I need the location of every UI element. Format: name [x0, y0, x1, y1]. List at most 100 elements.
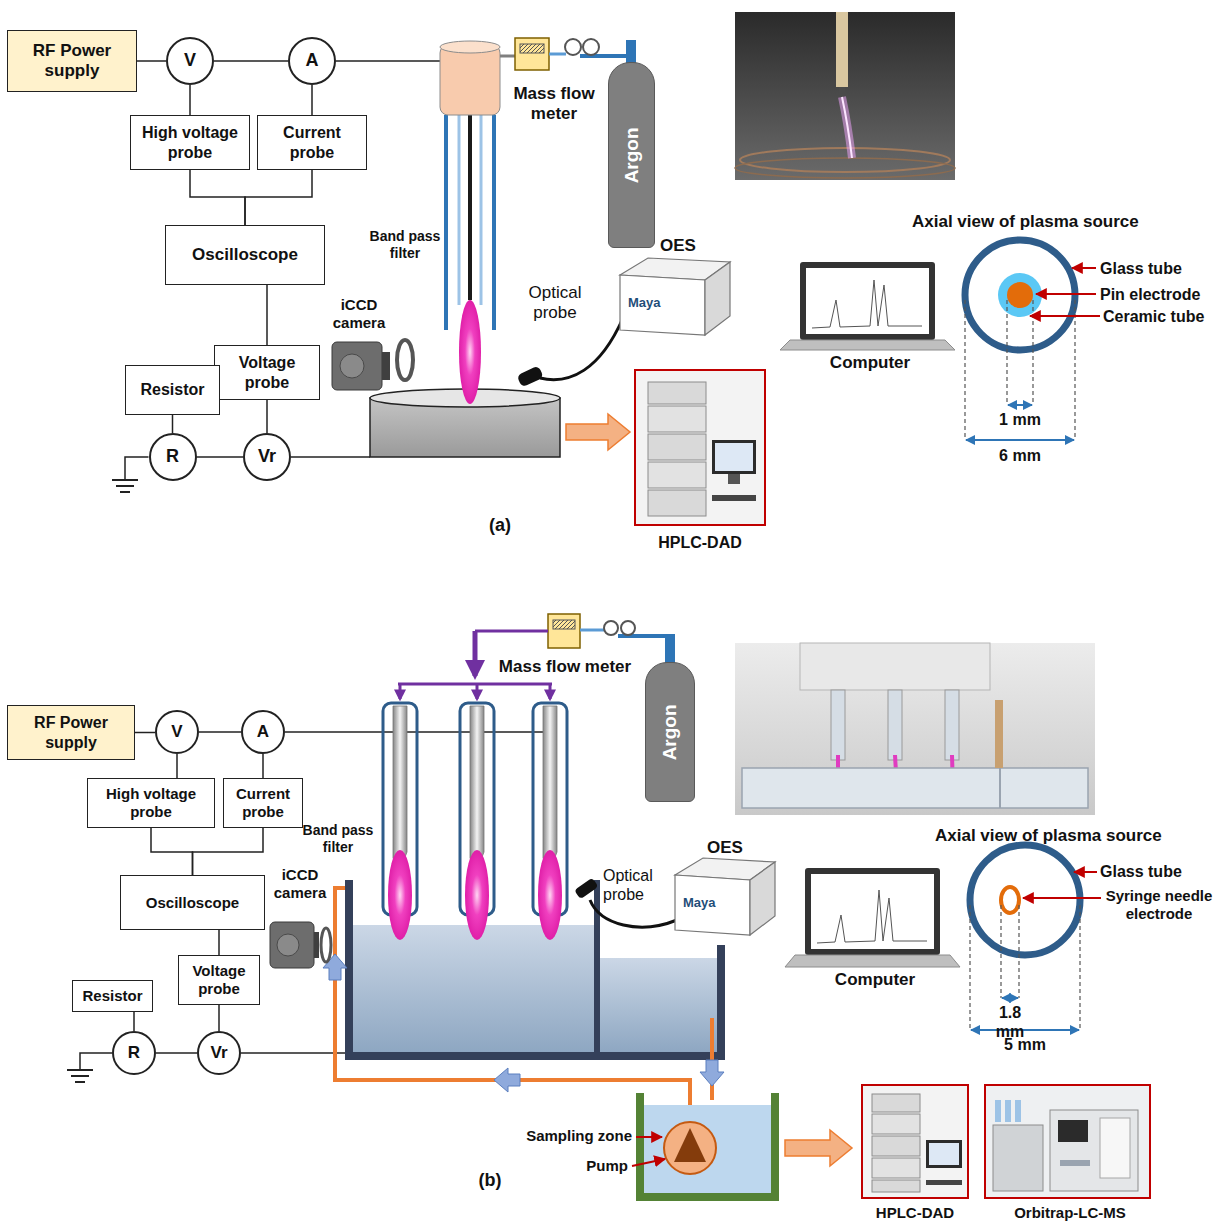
gas-supply	[549, 53, 566, 56]
axial-view	[1036, 293, 1096, 295]
reactor-tank	[345, 880, 353, 1060]
axial-view	[1072, 267, 1096, 269]
node-text: High voltage probe	[135, 123, 245, 161]
plasma-jet-source	[440, 41, 500, 53]
wire	[266, 285, 268, 345]
component-label: HPLC-DAD	[855, 1204, 975, 1222]
hplc-photo	[635, 370, 765, 525]
gas-supply	[580, 629, 604, 632]
node-text: Voltage probe	[219, 353, 315, 391]
probe-box: Voltage probe	[214, 345, 320, 400]
component-label: HPLC-DAD	[640, 533, 760, 552]
part-label: Glass tube	[1100, 259, 1210, 278]
gas-supply	[553, 620, 575, 629]
gas-cylinder: Argon	[608, 62, 655, 248]
spectrometer	[620, 258, 730, 335]
flow-arrow	[566, 414, 630, 450]
photo-inset	[742, 768, 1088, 808]
iccd-camera	[332, 340, 413, 390]
hplc-photo	[648, 406, 706, 432]
photo-inset	[945, 690, 959, 760]
dimension-label: 1.8 mm	[985, 1003, 1035, 1041]
iccd-camera	[277, 934, 299, 956]
wire	[241, 1052, 345, 1054]
optical-probe	[590, 900, 677, 927]
recirculation-loop	[640, 1093, 775, 1197]
laptop	[811, 874, 934, 949]
ground-symbol	[75, 1081, 85, 1083]
reactor-tank	[345, 1052, 725, 1060]
laptop	[785, 868, 960, 967]
node-text: Current probe	[262, 123, 362, 161]
component-label: OES	[660, 236, 710, 256]
node-text: Resistor	[82, 987, 142, 1005]
ground-symbol	[120, 491, 130, 493]
voltage-meter-symbol: Vr	[243, 433, 291, 481]
photo-inset	[888, 690, 902, 760]
spectrometer	[620, 275, 705, 335]
hplc-photo	[926, 1140, 962, 1168]
spectrometer	[705, 262, 730, 335]
panel-label: (a)	[480, 515, 520, 537]
wire	[336, 60, 440, 62]
axial-view	[966, 439, 1074, 441]
gas-supply	[399, 684, 402, 699]
iccd-camera	[382, 352, 390, 380]
wire	[197, 456, 244, 458]
gas-cylinder: Argon	[645, 662, 695, 802]
reactor-tank	[717, 945, 725, 1060]
wire	[80, 1053, 112, 1070]
gas-supply	[398, 614, 675, 699]
ground-symbol	[67, 1070, 93, 1082]
node-text: Oscilloscope	[146, 894, 239, 912]
plasma-jet-source	[444, 115, 448, 330]
laptop	[785, 955, 960, 967]
photo-inset	[842, 97, 852, 158]
ground-symbol	[112, 479, 138, 481]
wire	[172, 415, 174, 433]
mass-spectrometer-photo	[1060, 1160, 1090, 1166]
part-label: Pin electrode	[1100, 285, 1215, 304]
node-text: Voltage probe	[183, 962, 255, 998]
hplc-photo	[862, 1085, 968, 1198]
photo-inset	[735, 12, 955, 180]
recirculation-loop	[323, 954, 347, 980]
hplc-photo	[872, 1094, 920, 1112]
resistor-box: Resistor	[125, 365, 220, 415]
mass-spectrometer-photo	[1005, 1100, 1011, 1122]
gas-supply	[520, 44, 544, 53]
resistor-symbol: R	[149, 433, 197, 481]
hplc-photo	[635, 370, 765, 525]
flow-arrow	[785, 1130, 852, 1166]
plasma-jet-array	[538, 850, 562, 940]
node-text: RF Power supply	[12, 713, 130, 751]
hplc-photo	[872, 1114, 920, 1134]
wire	[133, 1012, 135, 1031]
ground-symbol	[67, 1069, 93, 1071]
ground-symbol	[116, 485, 134, 487]
iccd-camera	[397, 340, 413, 380]
recirculation-loop	[335, 888, 690, 1122]
iccd-camera	[270, 922, 314, 968]
photo-inset	[735, 158, 955, 178]
gas-supply	[626, 40, 636, 63]
wire	[156, 1052, 197, 1054]
component-label: Mass flow meter	[505, 84, 603, 125]
reactor-tank	[353, 925, 594, 1052]
laptop	[817, 890, 927, 943]
node-text: Argon	[659, 704, 682, 760]
axial-view	[965, 240, 1100, 440]
axial-view	[964, 300, 965, 440]
hplc-photo	[872, 1158, 920, 1178]
photo-inset	[735, 643, 1095, 815]
component-label: iCCD camera	[328, 296, 390, 332]
hplc-photo	[648, 490, 706, 516]
node-text: R	[128, 1043, 140, 1063]
gas-supply	[604, 621, 618, 635]
axial-view	[1074, 871, 1097, 873]
recirculation-loop	[700, 1060, 724, 1086]
probe-box: Current probe	[223, 778, 303, 828]
axial-view	[971, 1029, 1079, 1031]
wire	[214, 60, 288, 62]
wire	[262, 754, 264, 778]
